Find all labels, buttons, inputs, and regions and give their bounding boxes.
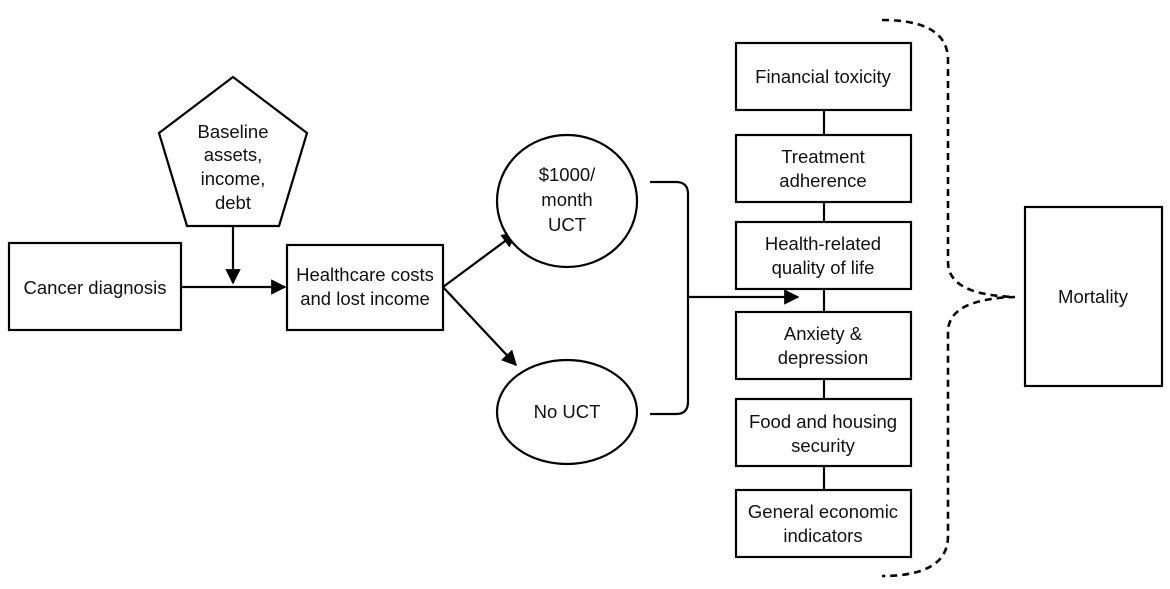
outcome-food-housing-security-line-1: Food and housing bbox=[749, 411, 897, 432]
arrow-costs-to-no-uct bbox=[442, 286, 518, 367]
baseline-label-line-4: debt bbox=[215, 192, 251, 213]
outcome-financial-toxicity-label: Financial toxicity bbox=[755, 66, 891, 87]
outcome-anxiety-depression: Anxiety & depression bbox=[734, 310, 913, 381]
healthcare-costs-label-line-1: Healthcare costs bbox=[296, 264, 434, 285]
mortality-node: Mortality bbox=[1023, 205, 1164, 388]
outcome-health-related-qol: Health-related quality of life bbox=[734, 220, 913, 291]
cancer-diagnosis-label: Cancer diagnosis bbox=[24, 277, 167, 298]
uct-1000-node: $1000/ month UCT bbox=[495, 133, 639, 269]
baseline-label-line-2: assets, bbox=[204, 144, 263, 165]
outcomes-curly-brace bbox=[881, 18, 1016, 578]
healthcare-costs-node: Healthcare costs and lost income bbox=[285, 243, 445, 332]
outcome-treatment-adherence-line-1: Treatment bbox=[781, 146, 865, 167]
uct-1000-label-line-3: UCT bbox=[548, 214, 586, 235]
outcome-anxiety-depression-line-2: depression bbox=[778, 347, 869, 368]
outcome-treatment-adherence-line-2: adherence bbox=[779, 170, 866, 191]
outcome-general-economic-indicators-line-1: General economic bbox=[748, 501, 898, 522]
cancer-diagnosis-node: Cancer diagnosis bbox=[7, 241, 183, 332]
healthcare-costs-label-line-2: and lost income bbox=[300, 288, 430, 309]
no-uct-node: No UCT bbox=[495, 358, 639, 466]
bracket-uct-groups bbox=[650, 180, 690, 416]
outcome-food-housing-security-line-2: security bbox=[791, 435, 855, 456]
baseline-label-line-3: income, bbox=[201, 168, 266, 189]
uct-1000-label-line-1: $1000/ bbox=[539, 164, 596, 185]
arrow-costs-to-uct bbox=[442, 232, 518, 288]
outcome-financial-toxicity: Financial toxicity bbox=[734, 41, 913, 112]
mortality-label: Mortality bbox=[1058, 286, 1129, 307]
outcome-treatment-adherence: Treatment adherence bbox=[734, 133, 913, 204]
uct-1000-label-line-2: month bbox=[541, 189, 592, 210]
baseline-pentagon-node: Baseline assets, income, debt bbox=[157, 75, 309, 228]
baseline-label-line-1: Baseline bbox=[198, 121, 269, 142]
no-uct-label: No UCT bbox=[534, 401, 601, 422]
outcome-general-economic-indicators: General economic indicators bbox=[734, 488, 913, 559]
outcome-food-housing-security: Food and housing security bbox=[734, 397, 913, 468]
outcome-general-economic-indicators-line-2: indicators bbox=[783, 525, 862, 546]
outcome-anxiety-depression-line-1: Anxiety & bbox=[784, 323, 863, 344]
outcome-health-related-qol-line-2: quality of life bbox=[772, 257, 875, 278]
outcome-health-related-qol-line-1: Health-related bbox=[765, 233, 881, 254]
